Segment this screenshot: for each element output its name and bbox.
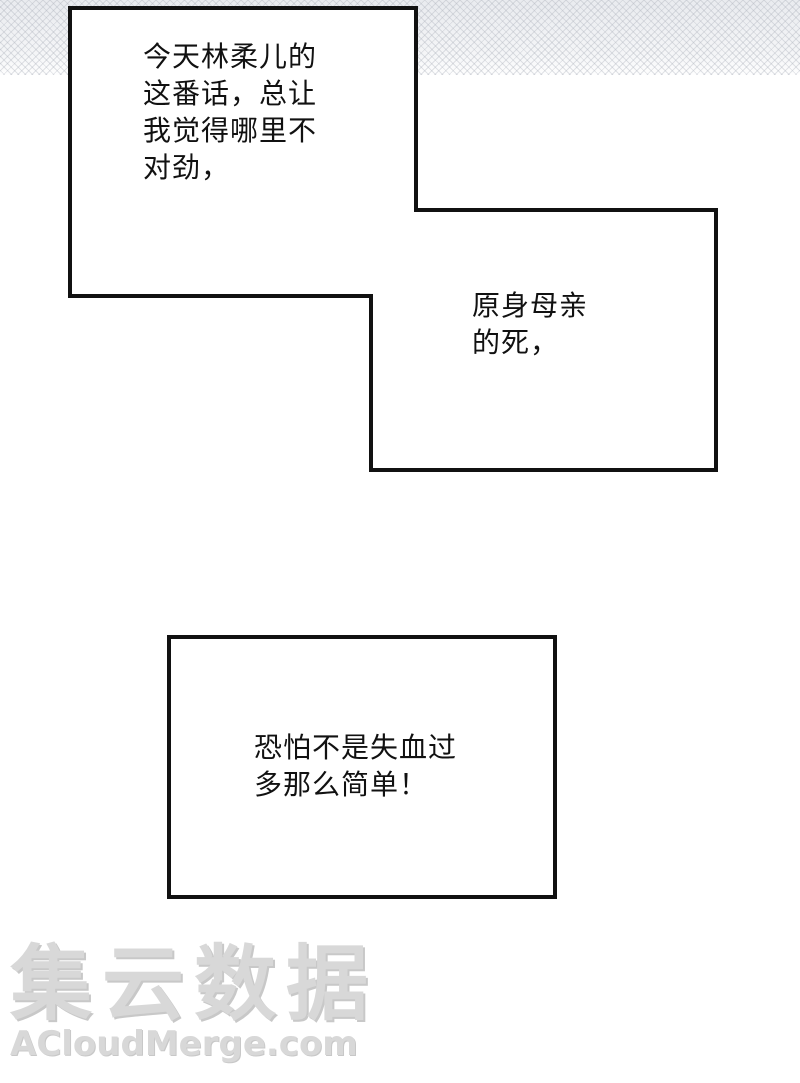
caption-text-2: 原身母亲 的死， xyxy=(472,289,589,359)
caption-box-upper xyxy=(68,6,718,472)
caption-box-lower xyxy=(167,635,557,899)
caption-text-1: 今天林柔儿的 这番话，总让 我觉得哪里不 对劲， xyxy=(143,40,318,184)
caption-text-3: 恐怕不是失血过 多那么简单！ xyxy=(254,731,458,801)
